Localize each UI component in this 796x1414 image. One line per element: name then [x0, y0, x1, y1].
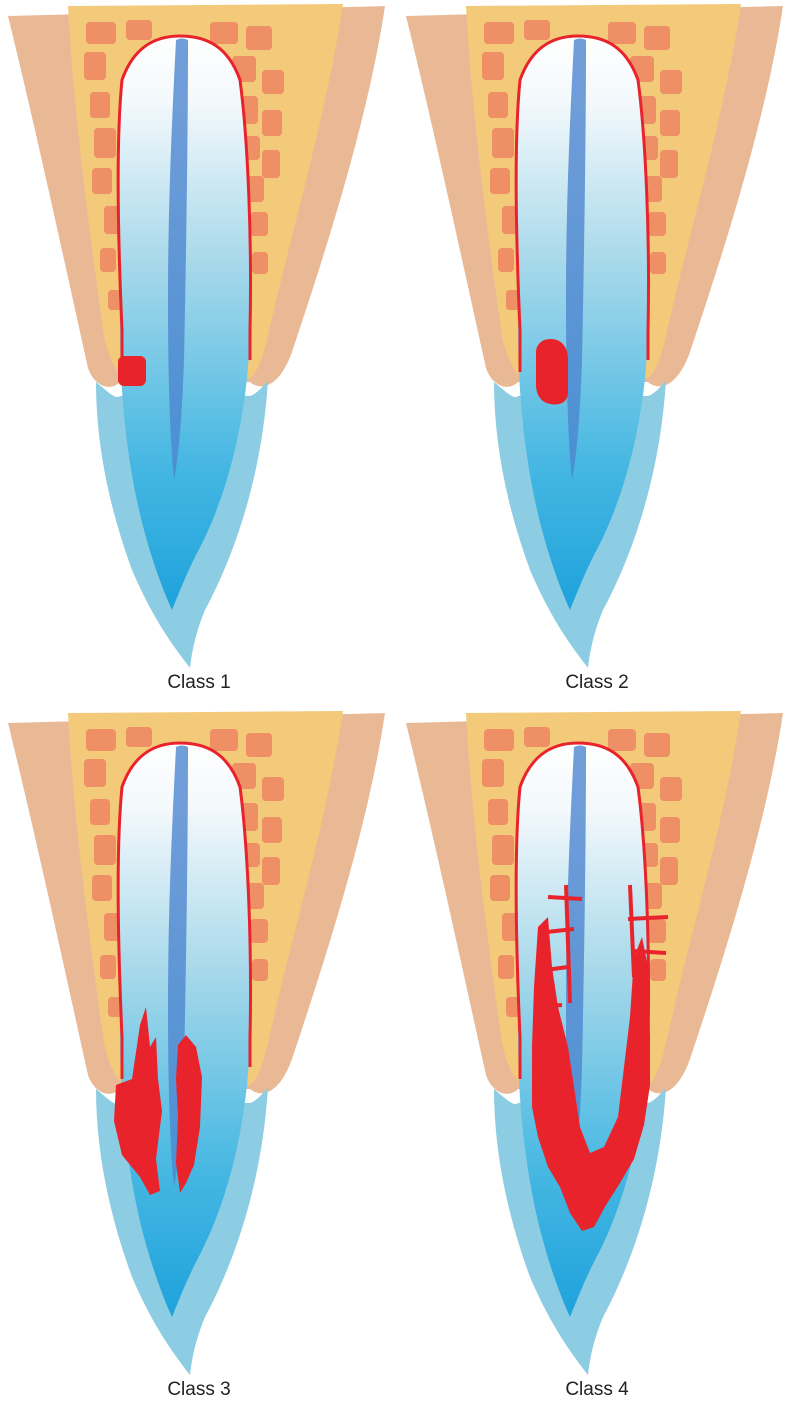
bone-cell — [524, 727, 550, 747]
tooth-diagram — [398, 707, 796, 1379]
bone-cell — [262, 110, 282, 136]
lesion — [118, 356, 146, 386]
bone-cell — [84, 52, 106, 80]
bone-cell — [482, 52, 504, 80]
bone-cell — [660, 777, 682, 801]
panel-class-3: Class 3 — [0, 707, 398, 1414]
bone-cell — [484, 22, 514, 44]
bone-cell — [100, 248, 116, 272]
panel-caption: Class 3 — [0, 1379, 398, 1401]
bone-cell — [492, 128, 514, 158]
bone-cell — [126, 727, 152, 747]
bone-cell — [488, 799, 508, 825]
bone-cell — [100, 955, 116, 979]
bone-cell — [484, 729, 514, 751]
tooth-diagram — [398, 0, 796, 672]
bone-cell — [660, 110, 680, 136]
bone-cell — [262, 817, 282, 843]
bone-cell — [94, 128, 116, 158]
bone-cell — [262, 150, 280, 178]
bone-cell — [644, 26, 670, 50]
bone-cell — [498, 955, 514, 979]
bone-cell — [246, 733, 272, 757]
bone-cell — [84, 759, 106, 787]
bone-cell — [498, 248, 514, 272]
panel-caption: Class 1 — [0, 672, 398, 694]
bone-cell — [246, 26, 272, 50]
bone-cell — [492, 835, 514, 865]
panel-class-2: Class 2 — [398, 0, 796, 707]
bone-cell — [86, 22, 116, 44]
bone-cell — [210, 22, 238, 44]
bone-cell — [94, 835, 116, 865]
bone-cell — [660, 70, 682, 94]
bone-cell — [252, 959, 268, 981]
panel-class-4: Class 4 — [398, 707, 796, 1414]
bone-cell — [210, 729, 238, 751]
bone-cell — [650, 959, 666, 981]
bone-cell — [660, 817, 680, 843]
panel-class-1: Class 1 — [0, 0, 398, 707]
bone-cell — [482, 759, 504, 787]
bone-cell — [490, 875, 510, 901]
bone-cell — [660, 150, 678, 178]
bone-cell — [262, 777, 284, 801]
bone-cell — [608, 22, 636, 44]
bone-cell — [126, 20, 152, 40]
tooth-diagram — [0, 0, 398, 672]
bone-cell — [524, 20, 550, 40]
bone-cell — [90, 799, 110, 825]
bone-cell — [262, 70, 284, 94]
bone-cell — [488, 92, 508, 118]
bone-cell — [648, 919, 666, 943]
lesion — [536, 339, 568, 405]
bone-cell — [92, 168, 112, 194]
bone-cell — [86, 729, 116, 751]
panel-caption: Class 2 — [398, 672, 796, 694]
bone-cell — [608, 729, 636, 751]
bone-cell — [644, 733, 670, 757]
bone-cell — [252, 252, 268, 274]
panel-caption: Class 4 — [398, 1379, 796, 1401]
bone-cell — [90, 92, 110, 118]
bone-cell — [92, 875, 112, 901]
bone-cell — [650, 252, 666, 274]
bone-cell — [648, 212, 666, 236]
bone-cell — [250, 919, 268, 943]
tooth-diagram — [0, 707, 398, 1379]
bone-cell — [490, 168, 510, 194]
bone-cell — [262, 857, 280, 885]
bone-cell — [250, 212, 268, 236]
bone-cell — [660, 857, 678, 885]
